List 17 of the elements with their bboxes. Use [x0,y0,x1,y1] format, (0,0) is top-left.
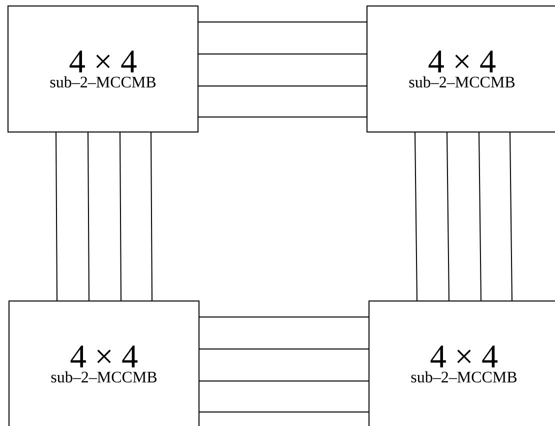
connection-line [56,132,58,301]
module-box: 4 × 4 sub–2–MCCMB [368,300,555,426]
connection-line [120,132,122,301]
connection-line [414,132,418,301]
module-box: 4 × 4 sub–2–MCCMB [8,300,200,426]
connection-line [510,132,512,301]
connection-line [199,380,369,382]
connection-line [199,316,369,318]
connection-line [446,132,450,301]
connection-line [199,411,369,412]
connection-line [150,132,152,301]
connection-line [88,132,90,301]
connection-line [478,132,482,301]
connection-line [199,348,369,350]
module-box: 4 × 4 sub–2–MCCMB [366,6,555,132]
connection-line [198,116,367,118]
module-box: 4 × 4 sub–2–MCCMB [8,6,198,132]
